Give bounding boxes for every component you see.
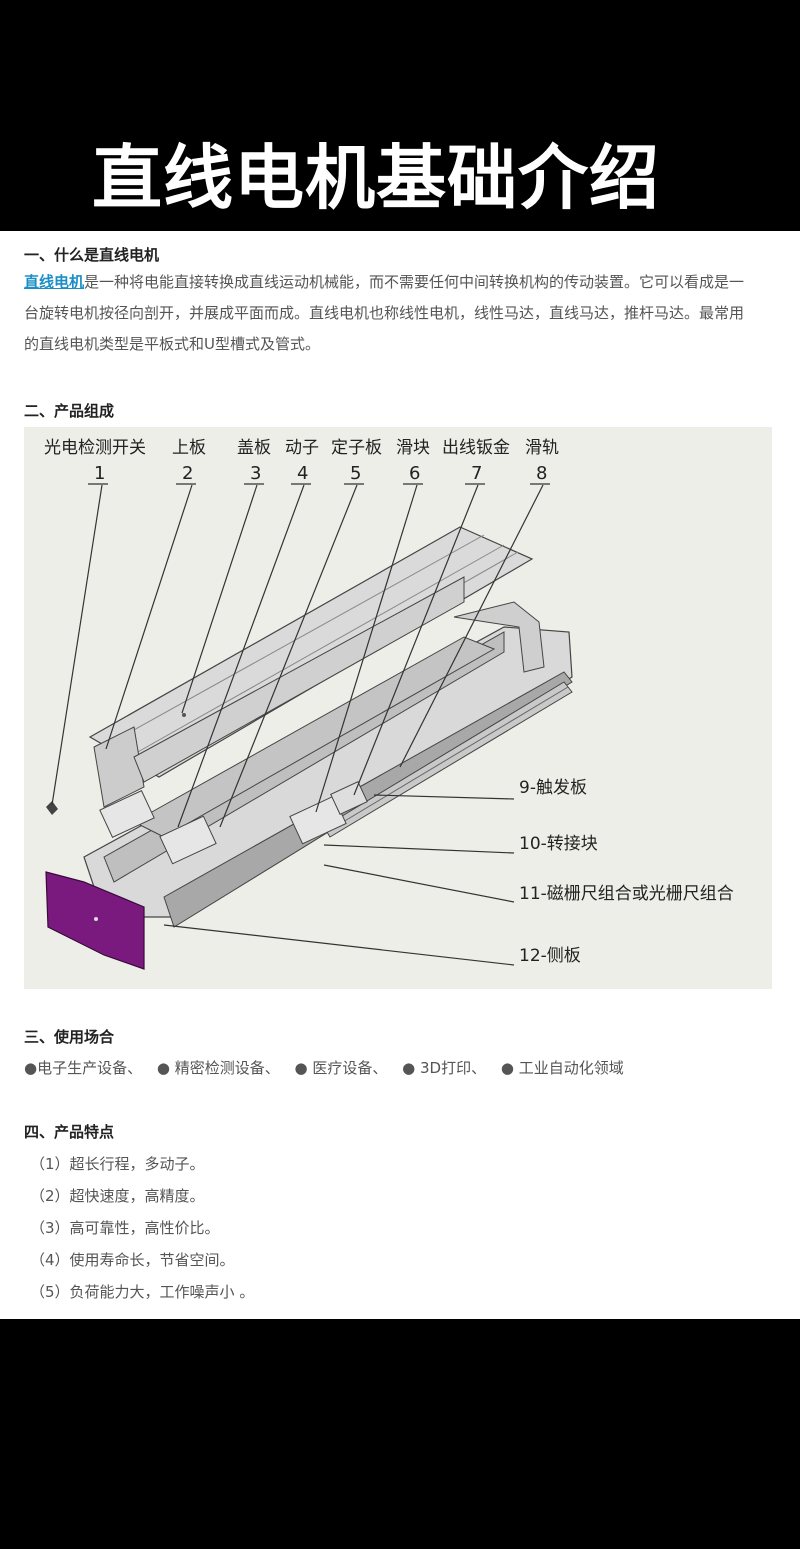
feature-item: （2）超快速度，高精度。 (30, 1187, 205, 1205)
number-7: 7 (471, 463, 482, 484)
slider-blocks (99, 781, 368, 865)
page-title: 直线电机基础介绍 (92, 137, 660, 219)
application-item: ● 工业自动化领域 (500, 1059, 624, 1077)
article-body: 一、什么是直线电机 直线电机是一种将电能直接转换成直线运动机械能，而不需要任何中… (0, 231, 800, 1319)
leader-lines (51, 484, 544, 966)
label-outlet-sheet: 出线钣金 (442, 438, 510, 458)
number-4: 4 (297, 463, 308, 484)
label-cover-plate: 盖板 (237, 438, 271, 458)
label-slider: 滑块 (396, 438, 430, 458)
number-3: 3 (250, 463, 261, 484)
intro-line-1-text: 是一种将电能直接转换成直线运动机械能，而不需要任何中间转换机构的传动装置。它可以… (84, 273, 745, 291)
label-mover: 动子 (285, 438, 319, 458)
label-side-plate: 12-侧板 (519, 946, 581, 966)
application-item: ● 3D打印、 (402, 1059, 487, 1077)
section-heading-features: 四、产品特点 (24, 1123, 115, 1141)
label-rail: 滑轨 (525, 438, 559, 458)
number-1: 1 (94, 463, 105, 484)
applications-list: ●电子生产设备、 ● 精密检测设备、 ● 医疗设备、 ● 3D打印、 ● 工业自… (24, 1057, 634, 1079)
label-scale-assembly: 11-磁栅尺组合或光栅尺组合 (519, 884, 734, 904)
linear-motor-link[interactable]: 直线电机 (24, 273, 85, 291)
stator-plate (132, 636, 496, 838)
section-heading-what-is: 一、什么是直线电机 (24, 246, 160, 264)
number-8: 8 (536, 463, 547, 484)
number-6: 6 (409, 463, 420, 484)
application-item: ● 医疗设备、 (294, 1059, 388, 1077)
feature-item: （1）超长行程，多动子。 (30, 1155, 205, 1173)
section-heading-applications: 三、使用场合 (24, 1028, 115, 1046)
intro-paragraph: 直线电机是一种将电能直接转换成直线运动机械能，而不需要任何中间转换机构的传动装置… (24, 267, 794, 360)
photo-switch-part (46, 801, 58, 815)
rail (323, 681, 573, 838)
title-banner: 直线电机基础介绍 (0, 0, 800, 231)
application-item: ● 精密检测设备、 (156, 1059, 280, 1077)
bottom-black-area (0, 1319, 800, 1549)
intro-line-1: 直线电机是一种将电能直接转换成直线运动机械能，而不需要任何中间转换机构的传动装置… (24, 267, 794, 298)
intro-line-3: 的直线电机类型是平板式和U型槽式及管式。 (24, 335, 320, 353)
label-adapter-block: 10-转接块 (519, 834, 598, 854)
label-photo-switch: 光电检测开关 (44, 438, 146, 458)
feature-item: （4）使用寿命长，节省空间。 (30, 1251, 235, 1269)
label-upper-plate: 上板 (172, 438, 206, 458)
feature-item: （3）高可靠性，高性价比。 (30, 1219, 220, 1237)
number-5: 5 (350, 463, 361, 484)
intro-line-2: 台旋转电机按径向剖开，并展成平面而成。直线电机也称线性电机，线性马达，直线马达，… (24, 304, 745, 322)
label-stator-plate: 定子板 (331, 438, 382, 458)
label-trigger-plate: 9-触发板 (519, 778, 587, 798)
number-2: 2 (182, 463, 193, 484)
application-item: ●电子生产设备、 (24, 1059, 143, 1077)
feature-item: （5）负荷能力大，工作噪声小 。 (30, 1283, 255, 1301)
exploded-view-diagram: 光电检测开关 上板 盖板 动子 定子板 滑块 出线钣金 滑轨 1 2 3 4 5… (24, 427, 772, 989)
section-heading-composition: 二、产品组成 (24, 402, 115, 420)
diagram-svg: 光电检测开关 上板 盖板 动子 定子板 滑块 出线钣金 滑轨 1 2 3 4 5… (44, 438, 734, 970)
